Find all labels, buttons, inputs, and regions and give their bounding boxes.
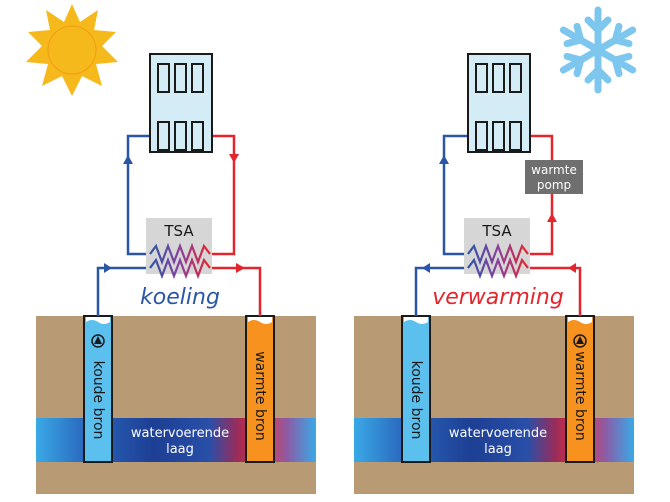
mode-label-koeling: koeling — [140, 285, 220, 310]
building-icon — [467, 53, 531, 153]
heat-pump-box — [525, 160, 583, 194]
water-surface — [86, 317, 110, 324]
aquifer-label-line1: watervoerende — [449, 426, 547, 441]
flow-arrow — [229, 154, 239, 163]
aquifer-label-line2: laag — [484, 442, 512, 457]
aquifer-label-line2: laag — [166, 442, 194, 457]
cold-pipe — [96, 266, 150, 316]
flow-arrow — [547, 213, 557, 222]
snowflake-icon — [559, 6, 637, 94]
pump-icon — [573, 334, 587, 348]
aquifer-label-line1: watervoerende — [131, 426, 229, 441]
heat-exchanger-coil — [149, 256, 211, 280]
pump-icon — [91, 334, 105, 348]
heat-pump-label-line2: pomp — [537, 178, 571, 192]
warm-pipe — [210, 266, 262, 316]
building-icon — [149, 53, 213, 153]
cold-pipe — [414, 266, 468, 316]
water-surface — [404, 317, 428, 324]
warm-pipe — [528, 194, 554, 256]
warm-well-label: warmte bron — [252, 351, 268, 441]
water-surface — [568, 317, 592, 324]
right-panel: koude bron warmte bron watervoerende laa… — [354, 6, 637, 494]
flow-arrow — [123, 155, 133, 164]
flow-arrow — [439, 155, 449, 164]
flow-arrow — [568, 263, 576, 273]
warm-pipe — [528, 266, 582, 316]
flow-arrow — [422, 263, 430, 273]
flow-arrow — [236, 263, 245, 273]
heat-exchanger-coil — [149, 242, 211, 266]
tsa-label: TSA — [481, 222, 512, 240]
cold-well-label: koude bron — [408, 361, 424, 440]
warm-well — [245, 315, 275, 463]
left-panel: koude bron warmte bron watervoerende laa… — [26, 4, 316, 494]
mode-label-verwarming: verwarming — [432, 285, 564, 310]
warm-well-label: warmte bron — [572, 351, 588, 441]
flow-arrow — [104, 263, 112, 273]
sun-icon — [26, 4, 118, 96]
water-surface — [248, 317, 272, 324]
heat-exchanger-coil — [467, 242, 529, 266]
tsa-label: TSA — [163, 222, 194, 240]
heat-exchanger-coil — [467, 256, 529, 280]
cold-well — [401, 315, 431, 463]
heat-pump-label-line1: warmte — [531, 163, 577, 177]
cold-well-label: koude bron — [90, 361, 106, 440]
